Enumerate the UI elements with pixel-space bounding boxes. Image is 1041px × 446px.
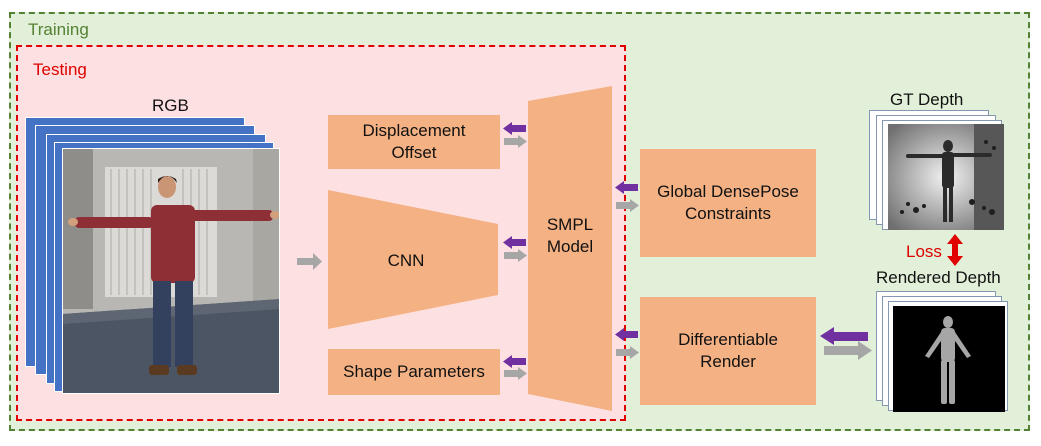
- displacement-offset-label: Displacement Offset: [362, 121, 466, 162]
- rgb-person-photo: [62, 148, 280, 394]
- displacement-offset-block: Displacement Offset: [328, 115, 500, 169]
- global-densepose-block: Global DensePose Constraints: [640, 149, 816, 257]
- rendered-depth-label: Rendered Depth: [876, 268, 1001, 287]
- shape-parameters-block: Shape Parameters: [328, 349, 500, 395]
- smpl-model-label: SMPL Model: [546, 215, 594, 256]
- loss-label: Loss: [906, 242, 942, 261]
- testing-label: Testing: [33, 60, 87, 79]
- gt-depth-image: [888, 124, 1004, 230]
- shape-parameters-label: Shape Parameters: [343, 362, 485, 381]
- cnn-label: CNN: [387, 251, 425, 270]
- differentiable-render-label: Differentiable Render: [678, 330, 778, 371]
- gt-depth-label: GT Depth: [890, 90, 964, 109]
- rgb-label: RGB: [152, 96, 189, 115]
- rendered-depth-image: [893, 306, 1005, 412]
- differentiable-render-block: Differentiable Render: [640, 297, 816, 405]
- training-label: Training: [28, 20, 89, 39]
- person-photo-illustration: [63, 149, 279, 393]
- global-densepose-label: Global DensePose Constraints: [657, 182, 799, 223]
